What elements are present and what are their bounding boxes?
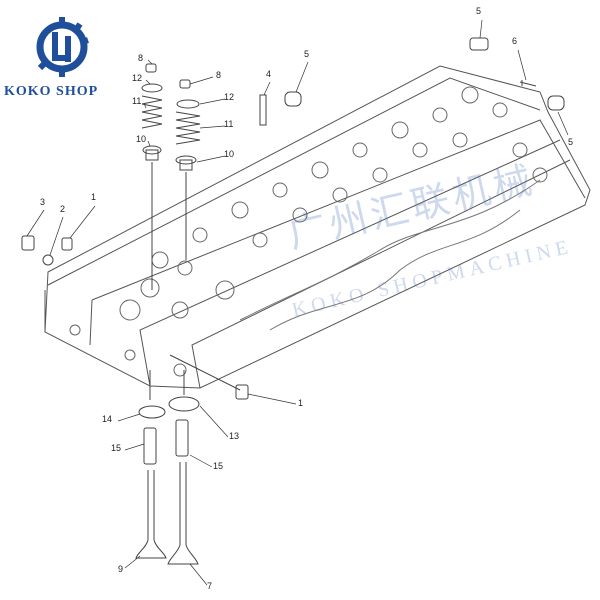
koko-gear-logo — [36, 17, 89, 77]
callout-5: 5 — [304, 49, 310, 59]
callout-11: 11 — [132, 96, 142, 106]
callout-5: 5 — [476, 6, 482, 16]
callout-15: 15 — [213, 461, 224, 471]
callout-1: 1 — [91, 192, 97, 202]
callout-1: 1 — [298, 398, 304, 408]
callout-6: 6 — [512, 36, 518, 46]
brand-name: KOKO SHOP — [4, 84, 99, 99]
valve-parts — [21, 37, 565, 565]
cylinder-head — [44, 65, 591, 389]
callout-15: 15 — [111, 443, 122, 453]
callout-12: 12 — [132, 73, 143, 83]
callout-12: 12 — [224, 92, 235, 102]
callout-9: 9 — [118, 564, 124, 574]
callout-10: 10 — [224, 149, 235, 159]
callout-11: 11 — [224, 119, 234, 129]
callout-3: 3 — [40, 197, 46, 207]
callout-4: 4 — [266, 69, 272, 79]
callout-5: 5 — [568, 137, 574, 147]
callout-14: 14 — [102, 414, 113, 424]
callout-8: 8 — [138, 53, 144, 63]
callout-7: 7 — [207, 581, 213, 591]
callout-10: 10 — [136, 134, 147, 144]
callout-8: 8 — [216, 70, 222, 80]
callout-2: 2 — [60, 204, 66, 214]
callout-leaders — [26, 19, 569, 586]
callout-13: 13 — [229, 431, 240, 441]
